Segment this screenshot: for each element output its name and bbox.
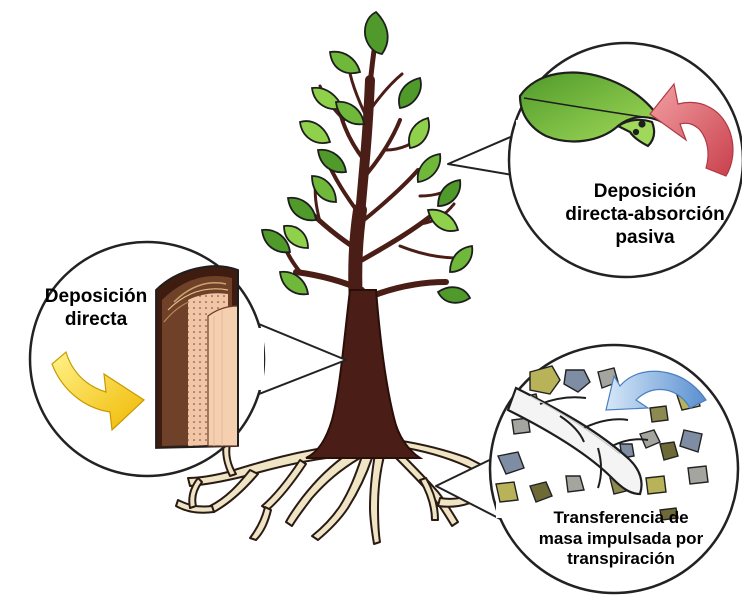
bark-pathway-line-2: directa xyxy=(22,308,170,331)
leaf-pathway-line-1: Deposición xyxy=(540,180,742,203)
root-pathway-line-1: Transferencia de xyxy=(505,508,737,529)
leaf-pathway-label: Deposición directa-absorción pasiva xyxy=(540,180,742,250)
bark-pathway-line-1: Deposición xyxy=(22,285,170,308)
root-pathway-line-2: masa impulsada por xyxy=(505,529,737,550)
root-pathway-line-3: transpiración xyxy=(505,549,737,570)
leaf-pathway-line-2: directa-absorción xyxy=(540,203,742,226)
root-pathway-label: Transferencia de masa impulsada por tran… xyxy=(505,508,737,570)
bark-pathway-label: Deposición directa xyxy=(22,285,170,331)
tree-icon xyxy=(262,12,472,458)
leaf-pathway-line-3: pasiva xyxy=(540,226,742,249)
